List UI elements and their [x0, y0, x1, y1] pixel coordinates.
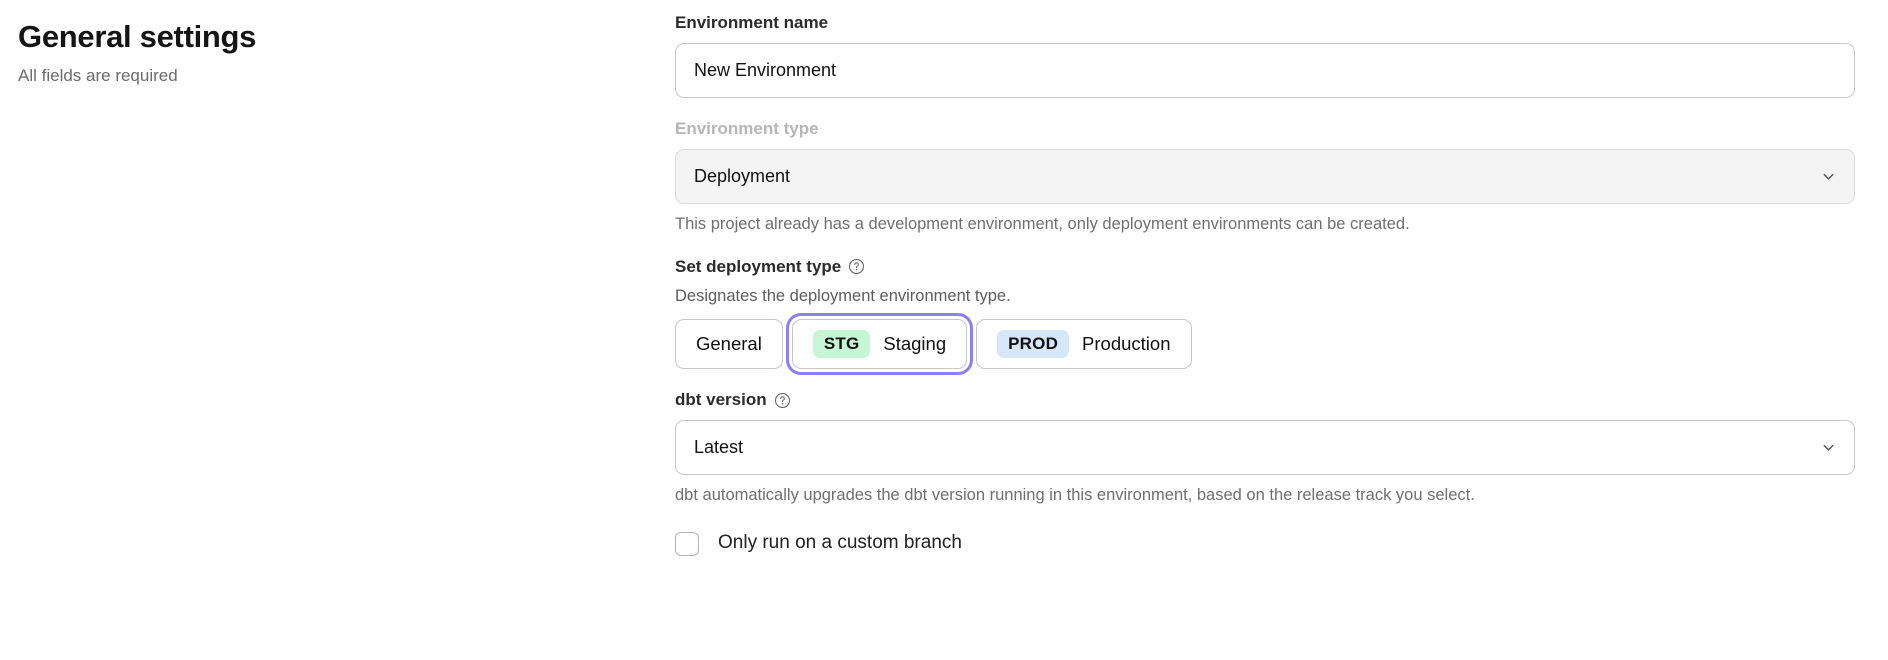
staging-badge: STG — [812, 330, 871, 359]
deployment-type-option-production[interactable]: PROD Production — [976, 319, 1192, 370]
deployment-type-description: Designates the deployment environment ty… — [675, 286, 1011, 305]
deployment-type-label: Set deployment type — [675, 256, 1855, 278]
page-subtitle: All fields are required — [18, 66, 178, 86]
custom-branch-row: Only run on a custom branch — [675, 531, 1855, 556]
chevron-down-icon — [1821, 440, 1836, 455]
dbt-version-field: dbt version Latest dbt automatically upg… — [675, 389, 1855, 507]
deployment-type-option-general-label: General — [696, 333, 762, 355]
custom-branch-label[interactable]: Only run on a custom branch — [718, 532, 962, 554]
custom-branch-checkbox[interactable] — [675, 531, 699, 556]
environment-type-helper-text: This project already has a development e… — [675, 215, 1410, 234]
environment-name-field: Environment name New Environment — [675, 12, 1855, 99]
page-title: General settings — [18, 19, 257, 54]
deployment-type-option-staging-label: Staging — [883, 333, 947, 355]
deployment-type-label-text: Set deployment type — [675, 256, 842, 276]
spacer — [675, 98, 1855, 118]
question-circle-icon[interactable] — [848, 258, 865, 275]
environment-name-input[interactable]: New Environment — [675, 43, 1855, 99]
dbt-version-value: Latest — [694, 437, 744, 458]
spacer — [675, 369, 1855, 389]
environment-type-value: Deployment — [694, 166, 791, 187]
dbt-version-select[interactable]: Latest — [675, 420, 1855, 476]
settings-form-column: Environment name New Environment Environ… — [675, 0, 1888, 660]
dbt-version-label: dbt version — [675, 389, 1855, 411]
environment-name-value: New Environment — [694, 60, 837, 81]
spacer — [675, 236, 1855, 256]
deployment-type-option-staging[interactable]: STG Staging — [785, 313, 974, 376]
environment-type-field: Environment type Deployment This project… — [675, 118, 1855, 236]
deployment-type-option-general[interactable]: General — [675, 319, 783, 370]
settings-header-column: General settings All fields are required — [0, 0, 675, 660]
deployment-type-options: General STG Staging PROD Production — [675, 313, 1855, 376]
production-badge: PROD — [997, 330, 1070, 359]
deployment-type-option-production-label: Production — [1082, 333, 1171, 355]
environment-name-label: Environment name — [675, 13, 829, 32]
dbt-version-helper-text: dbt automatically upgrades the dbt versi… — [675, 486, 1475, 505]
question-circle-icon[interactable] — [774, 392, 791, 409]
dbt-version-label-text: dbt version — [675, 390, 767, 410]
environment-type-select[interactable]: Deployment — [675, 149, 1855, 205]
chevron-down-icon — [1821, 169, 1836, 184]
deployment-type-field: Set deployment type Designates the deplo… — [675, 256, 1855, 376]
environment-type-label: Environment type — [675, 119, 819, 139]
